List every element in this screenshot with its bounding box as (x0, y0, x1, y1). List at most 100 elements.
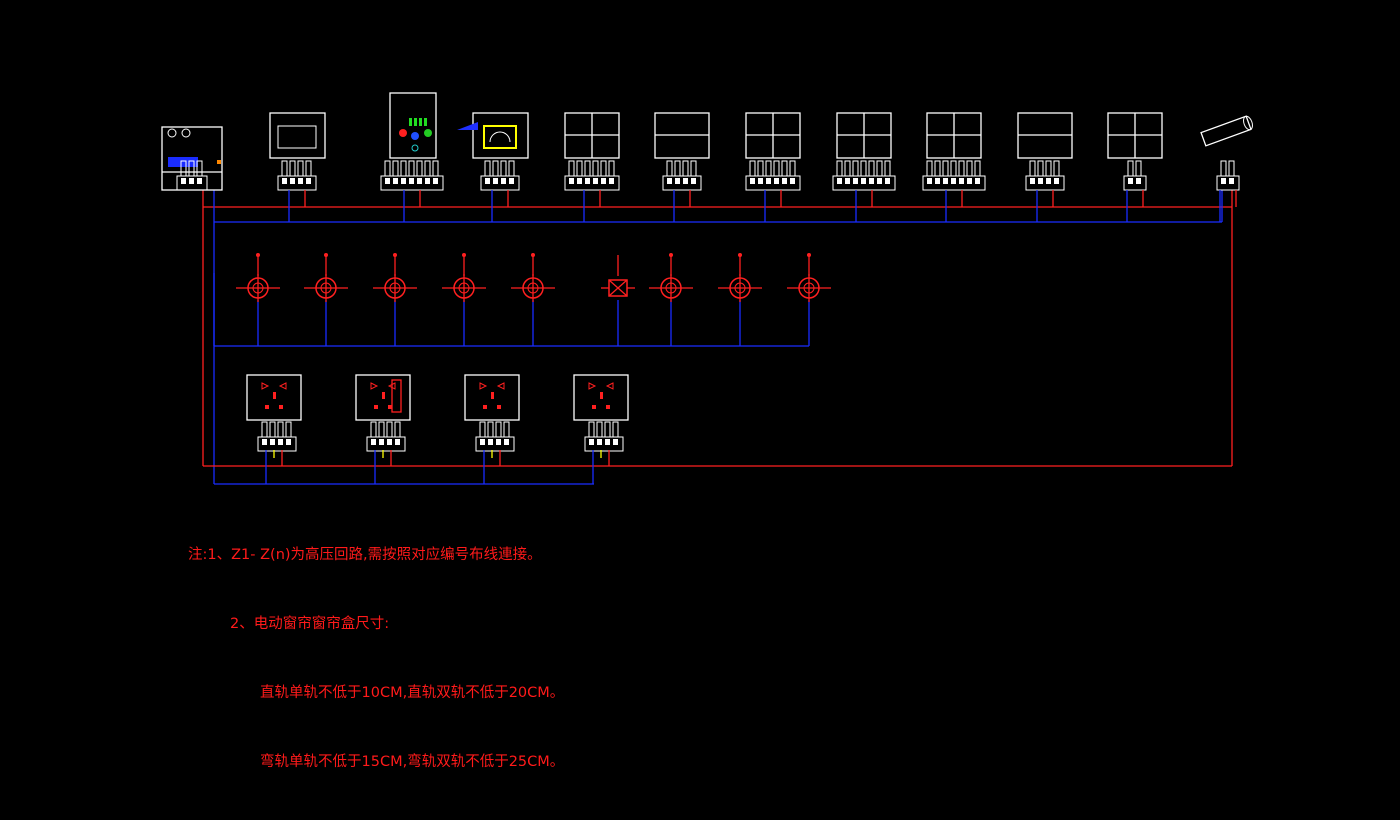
lamp-node (738, 253, 742, 257)
terminal-pin (576, 160, 583, 177)
terminal-screw (683, 178, 688, 184)
terminal-pin (596, 421, 603, 438)
socket-frame (573, 374, 629, 421)
terminal-pin (394, 421, 401, 438)
terminal-pin (305, 160, 312, 177)
terminal-pin (503, 421, 510, 438)
terminal-screw (290, 178, 295, 184)
terminal-screw (667, 178, 672, 184)
terminal-screw (877, 178, 882, 184)
terminal-pin (1220, 160, 1227, 177)
terminal-block (176, 160, 208, 191)
terminal-screw (1221, 178, 1226, 184)
terminal-screw (861, 178, 866, 184)
terminal-screw (387, 439, 392, 445)
red-button (399, 129, 407, 137)
terminal-base (1123, 175, 1147, 191)
socket-icon (246, 374, 302, 484)
socket-pin-earth (491, 392, 494, 399)
terminal-screw (967, 178, 972, 184)
terminal-pin (765, 160, 772, 177)
terminal-pin (378, 421, 385, 438)
terminal-screw (885, 178, 890, 184)
terminal-screw (480, 439, 485, 445)
terminal-screw (1030, 178, 1035, 184)
terminal-pin (789, 160, 796, 177)
screen-window (277, 125, 317, 149)
level-bar (409, 118, 412, 126)
terminal-pin (749, 160, 756, 177)
terminal-screw (569, 178, 574, 184)
terminal-screw (845, 178, 850, 184)
terminal-block (564, 160, 620, 191)
terminal-pin (196, 160, 203, 177)
terminal-base (1216, 175, 1240, 191)
socket-slot (592, 405, 596, 409)
terminal-screw (417, 178, 422, 184)
socket-slot (388, 405, 392, 409)
terminal-screw (675, 178, 680, 184)
terminal-base (564, 175, 620, 191)
terminal-screw (409, 178, 414, 184)
terminal-screw (774, 178, 779, 184)
terminal-pin (479, 421, 486, 438)
terminal-block (584, 421, 624, 452)
terminal-block (1025, 160, 1065, 191)
terminal-pin (484, 160, 491, 177)
terminal-pin (974, 160, 981, 177)
wire-buses (202, 190, 1233, 485)
terminal-screw (609, 178, 614, 184)
terminal-pin (269, 421, 276, 438)
terminal-screw (837, 178, 842, 184)
four-key-switch-icon (832, 112, 896, 222)
terminal-block (380, 160, 444, 191)
terminal-pin (926, 160, 933, 177)
terminal-pin (384, 160, 391, 177)
terminal-screw (488, 439, 493, 445)
terminal-screw (278, 439, 283, 445)
terminal-base (366, 436, 406, 452)
terminal-pin (261, 421, 268, 438)
controller-module (168, 157, 198, 167)
controller-indicator (217, 160, 221, 164)
terminal-screw (597, 439, 602, 445)
terminal-base (584, 436, 624, 452)
terminal-screw (593, 178, 598, 184)
terminal-screw (282, 178, 287, 184)
terminal-pin (289, 160, 296, 177)
terminal-pin (666, 160, 673, 177)
terminal-screw (493, 178, 498, 184)
terminal-pin (370, 421, 377, 438)
terminal-screw (585, 178, 590, 184)
terminal-base (745, 175, 801, 191)
socket-pin-earth (382, 392, 385, 399)
terminal-pin (592, 160, 599, 177)
terminal-pin (432, 160, 439, 177)
terminal-pin (584, 160, 591, 177)
socket-pin-earth (273, 392, 276, 399)
terminal-screw (935, 178, 940, 184)
terminal-screw (181, 178, 186, 184)
lamp-icon (373, 253, 417, 346)
terminal-pin (500, 160, 507, 177)
four-key-switch-icon (1107, 112, 1163, 222)
terminal-pin (844, 160, 851, 177)
terminal-screw (782, 178, 787, 184)
socket-slot (265, 405, 269, 409)
terminal-pin (1045, 160, 1052, 177)
terminal-pin (285, 421, 292, 438)
terminal-pin (1228, 160, 1235, 177)
terminal-block (257, 421, 297, 452)
notes-block: 注:1、Z1- Z(n)为高压回路,需按照对应编号布线連接。 2、电动窗帘窗帘盒… (188, 498, 564, 820)
wiring-diagram: 注:1、Z1- Z(n)为高压回路,需按照对应编号布线連接。 2、电动窗帘窗帘盒… (161, 92, 1253, 770)
terminal-screw (496, 439, 501, 445)
controller-icon (161, 126, 223, 191)
terminal-pin (1053, 160, 1060, 177)
terminal-screw (509, 178, 514, 184)
lamp-icon (236, 253, 280, 346)
terminal-pin (682, 160, 689, 177)
green-button (424, 129, 432, 137)
socket-pin-left (370, 382, 379, 390)
terminal-pin (600, 160, 607, 177)
terminal-pin (180, 160, 187, 177)
